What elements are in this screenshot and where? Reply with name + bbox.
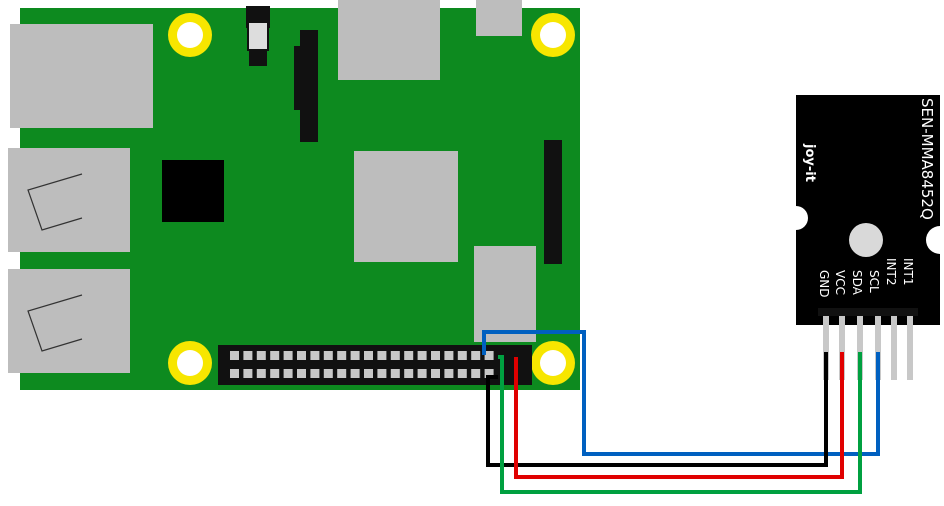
gpio-pin (431, 369, 440, 378)
usb-port-upper (8, 148, 130, 252)
gpio-header (218, 345, 532, 385)
gpio-pin (243, 351, 253, 360)
gpio-pin (337, 369, 347, 378)
soc-chip (354, 151, 458, 262)
sensor-pin-strip (818, 308, 918, 316)
mount-hole-top-left (168, 13, 212, 57)
wire-sda (498, 355, 862, 494)
camera-connector (294, 46, 304, 110)
gpio-pin (350, 369, 360, 378)
sensor-board (796, 95, 940, 325)
sensor-pin-int1 (907, 308, 913, 380)
wire-tip-scl (876, 352, 880, 380)
accelerometer-module-icon: SEN-MMA8452Q joy-it GND VCC SDA SCL INT2… (796, 95, 944, 380)
gpio-pin (471, 369, 481, 378)
gpio-pin (270, 369, 280, 378)
gpio-pin (484, 369, 494, 378)
wire-tip-gnd (824, 352, 828, 380)
gpio-pin (310, 351, 320, 360)
wire-vcc (514, 357, 844, 479)
gpio-pin (484, 351, 494, 360)
gpio-pin (417, 351, 427, 360)
display-connector (544, 140, 562, 264)
gpio-pin (297, 351, 306, 360)
gpio-pin (323, 369, 333, 378)
gpio-pin (337, 351, 347, 360)
sensor-pin-int2 (891, 308, 897, 380)
mount-hole-bottom-left (168, 341, 212, 385)
gpio-pin (417, 369, 427, 378)
sensor-pin-vcc (839, 308, 845, 380)
ethernet-port (10, 24, 153, 128)
gpio-pin (377, 351, 387, 360)
camera-connector-slot (300, 30, 318, 142)
gpio-pin (444, 351, 454, 360)
gpio-pin (471, 351, 481, 360)
wire-tip-sda (858, 352, 862, 380)
sensor-mount-hole (849, 223, 883, 257)
power-port (476, 0, 522, 36)
sensor-pin-scl (875, 308, 881, 380)
gpio-pin (283, 351, 293, 360)
usb-port-lower (8, 269, 130, 373)
pin-label-int1: INT1 (901, 258, 915, 285)
raspberry-pi-board-icon (8, 0, 580, 390)
gpio-pin (404, 351, 414, 360)
gpio-pin (364, 351, 373, 360)
pin-label-vcc: VCC (833, 270, 847, 295)
usb-controller-chip (474, 246, 536, 342)
gpio-pin (350, 351, 360, 360)
gpio-pin (256, 369, 266, 378)
gpio-pins (230, 351, 494, 378)
wire-gnd (486, 375, 828, 467)
audio-jack (246, 6, 270, 66)
gpio-pin (364, 369, 373, 378)
mount-hole-top-right (531, 13, 575, 57)
ram-chip (162, 160, 224, 222)
logo-text: joy-it (802, 143, 817, 182)
gpio-pin (256, 351, 266, 360)
sensor-notch-right (926, 226, 944, 254)
wire-scl (482, 330, 880, 456)
sensor-title: SEN-MMA8452Q (918, 98, 936, 220)
gpio-pin (444, 369, 454, 378)
gpio-pin (377, 369, 387, 378)
gpio-pin (390, 369, 400, 378)
gpio-pin (457, 351, 467, 360)
pin-label-gnd: GND (817, 270, 831, 298)
gpio-pin (230, 369, 239, 378)
gpio-pin (297, 369, 306, 378)
joy-it-logo: joy-it (802, 143, 817, 182)
gpio-pin (230, 351, 239, 360)
gpio-pin (243, 369, 253, 378)
gpio-pin (404, 369, 414, 378)
gpio-pin (431, 351, 440, 360)
wire-tip-vcc (840, 352, 844, 380)
pin-labels: GND VCC SDA SCL INT2 INT1 (817, 258, 915, 298)
sensor-pin-sda (857, 308, 863, 380)
pin-label-scl: SCL (867, 270, 881, 293)
gpio-pin (270, 351, 280, 360)
gpio-pin (323, 351, 333, 360)
gpio-pin (310, 369, 320, 378)
gpio-pin (390, 351, 400, 360)
hdmi-port (338, 0, 440, 80)
pin-label-sda: SDA (850, 270, 864, 296)
mount-hole-bottom-right (531, 341, 575, 385)
gpio-pin (457, 369, 467, 378)
pin-label-int2: INT2 (884, 258, 898, 285)
sensor-pins (818, 308, 918, 380)
sensor-pin-gnd (823, 308, 829, 380)
wires (482, 330, 880, 494)
gpio-pin (283, 369, 293, 378)
